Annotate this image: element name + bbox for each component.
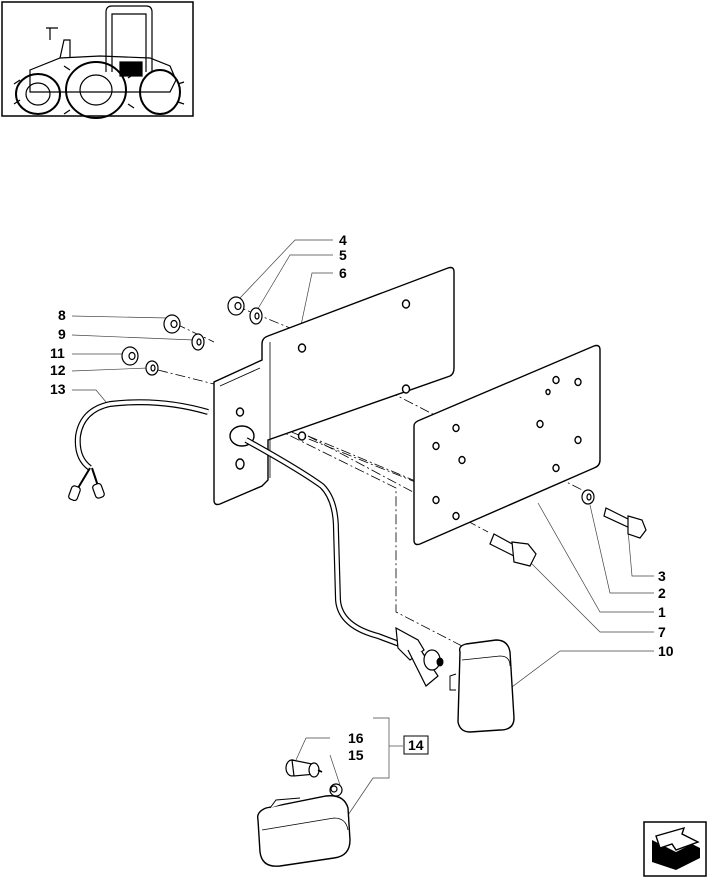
callout-1: 1: [658, 604, 666, 620]
hardware-nuts-washers: [121, 296, 595, 505]
callout-8: 8: [58, 307, 66, 323]
next-page-arrow-icon: [652, 826, 700, 870]
lamp-socket-16: [285, 759, 323, 778]
washer-9: [191, 333, 205, 351]
washer-5: [249, 307, 263, 325]
tractor-location-icon: [13, 5, 185, 119]
callout-2: 2: [658, 585, 666, 601]
callout-3: 3: [658, 568, 666, 584]
license-plate-support: [413, 344, 601, 546]
callout-12: 12: [50, 362, 66, 378]
callout-7: 7: [658, 624, 666, 640]
washer-2: [581, 489, 595, 505]
callout-10: 10: [658, 643, 674, 659]
license-plate-lamp: [449, 639, 515, 733]
callout-15: 15: [348, 747, 364, 763]
lamp-housing-14: [256, 795, 351, 867]
callout-labels: 4 5 6 8 9 11 12 13 3 2 1 7 10 16 15 14: [50, 232, 674, 763]
bolt-3: [603, 507, 647, 539]
callout-4: 4: [339, 232, 347, 248]
bolt-7: [489, 533, 537, 567]
callout-14-box: 14: [403, 735, 429, 755]
callout-16: 16: [348, 730, 364, 746]
hardware-bolts: [489, 507, 647, 567]
next-page-button[interactable]: [643, 821, 707, 877]
wiring-cable: [68, 399, 444, 687]
nut-11: [121, 346, 139, 366]
callout-14: 14: [408, 737, 424, 753]
nut-8: [163, 314, 181, 334]
nut-4: [227, 296, 245, 316]
callout-11: 11: [50, 345, 65, 361]
callout-13: 13: [50, 381, 66, 397]
callout-6: 6: [339, 265, 347, 281]
callout-5: 5: [339, 247, 347, 263]
tractor-location-thumbnail[interactable]: [1, 1, 194, 119]
callout-9: 9: [58, 326, 66, 342]
leader-lines: [71, 239, 654, 819]
bulb-15: [329, 783, 343, 797]
washer-12: [145, 360, 159, 376]
